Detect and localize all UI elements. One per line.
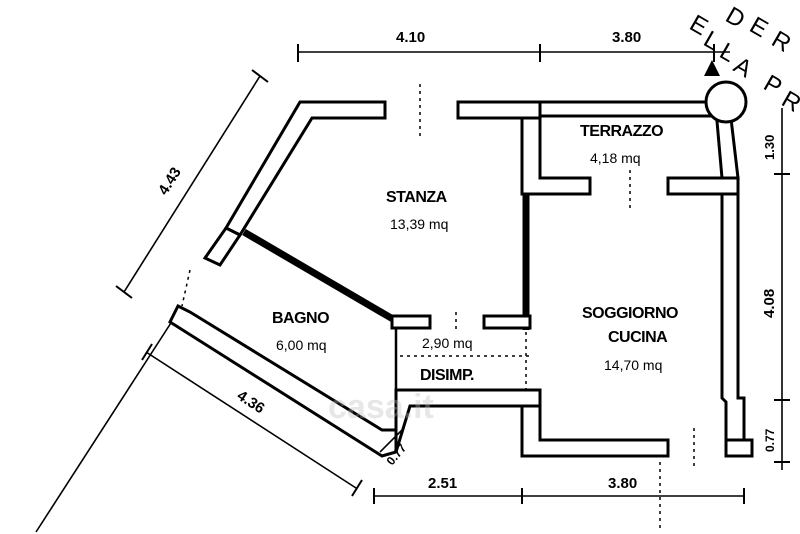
- window-left-marker: [181, 269, 191, 307]
- dim-label-top-right: 3.80: [612, 29, 641, 46]
- wall-stanza-bagno: [242, 228, 400, 326]
- wall-disimpegno-top-left: [390, 314, 432, 330]
- wall-terrazzo-top: [538, 100, 714, 118]
- dim-label-left-diagonal: 4.43: [155, 164, 185, 198]
- room-name-bagno: BAGNO: [272, 310, 329, 327]
- room-area-terrazzo: 4,18 mq: [590, 150, 641, 166]
- column-circle: [704, 80, 748, 124]
- dim-label-right-middle: 4.08: [761, 289, 778, 318]
- wall-disimpegno-top-right: [482, 314, 532, 330]
- wall-bottom-right: [520, 388, 670, 458]
- dim-line-small-diagonal: [379, 429, 403, 453]
- room-area-disimpegno: 2,90 mq: [422, 335, 473, 351]
- room-area-bagno: 6,00 mq: [276, 337, 327, 353]
- dim-line-lower-left: [145, 351, 357, 489]
- dim-label-top-left: 4.10: [396, 29, 425, 46]
- room-name-terrazzo: TERRAZZO: [580, 123, 663, 140]
- room-area-stanza: 13,39 mq: [390, 216, 448, 232]
- wall-left-diagonal: [202, 226, 243, 267]
- dim-label-bottom-left: 2.51: [428, 475, 457, 492]
- wall-right-bottom-notch: [724, 438, 754, 458]
- wall-right-exterior: [720, 192, 746, 458]
- street-letter: P: [759, 70, 786, 101]
- dim-tick: [141, 343, 153, 361]
- wall-stanza-terrazzo: [520, 116, 592, 196]
- street-letter: R: [777, 86, 800, 118]
- dim-tick: [115, 285, 133, 299]
- dim-label-right-bottom: 0.77: [763, 428, 777, 452]
- dim-tick: [351, 479, 363, 497]
- exterior-boundary-line: [35, 311, 179, 533]
- street-letter: D: [721, 2, 750, 34]
- dim-tick: [251, 69, 269, 83]
- street-letter: R: [767, 26, 796, 58]
- dim-label-right-top: 1.30: [762, 135, 777, 160]
- north-arrow-icon: [704, 60, 720, 76]
- room-name-disimpegno: DISIMP.: [420, 367, 474, 384]
- wall-top-left: [223, 100, 387, 237]
- street-letter: E: [745, 12, 772, 43]
- room-name-soggiorno-line2: CUCINA: [608, 329, 668, 346]
- room-name-soggiorno-line1: SOGGIORNO: [582, 305, 678, 322]
- wall-top-middle: [456, 100, 542, 120]
- dim-label-bottom-right: 3.80: [608, 475, 637, 492]
- wall-bagno-exterior: [168, 303, 398, 458]
- room-name-stanza: STANZA: [386, 189, 448, 206]
- room-area-soggiorno: 14,70 mq: [604, 357, 662, 373]
- watermark: casa.it: [328, 388, 434, 426]
- dim-line-left-diagonal: [123, 75, 261, 293]
- wall-terrazzo-lower-right: [666, 176, 740, 196]
